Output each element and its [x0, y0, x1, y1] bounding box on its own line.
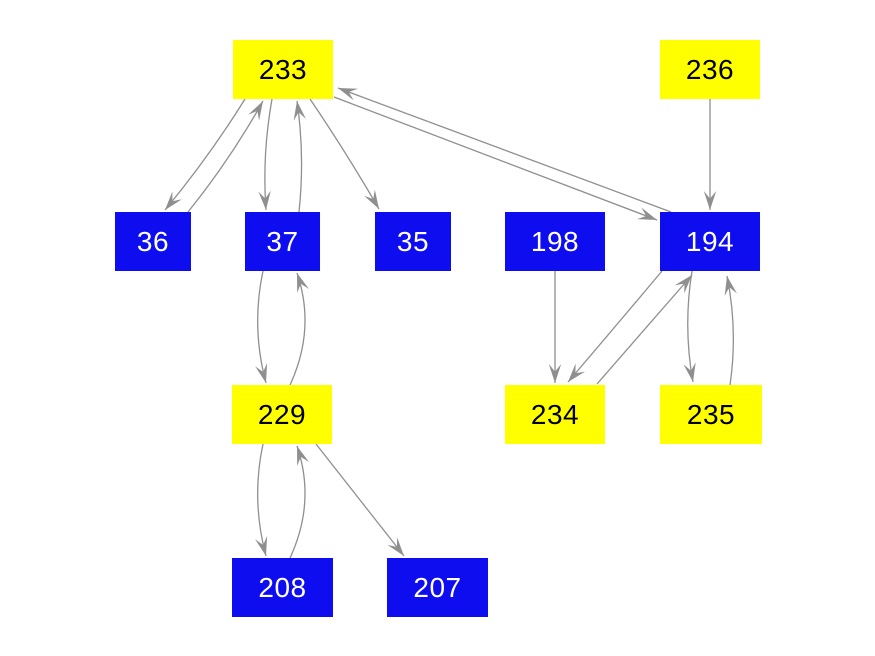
edge-37-229 — [257, 270, 267, 384]
arrowhead-235-194 — [724, 276, 737, 296]
edge-229-208 — [257, 443, 267, 557]
arrowhead-233-37 — [258, 190, 271, 210]
edge-36-233 — [187, 100, 264, 213]
node-36: 36 — [115, 212, 191, 271]
node-35: 35 — [375, 212, 451, 271]
arrowhead-233-35 — [364, 189, 379, 209]
arrowhead-229-37 — [297, 273, 309, 293]
node-208: 208 — [232, 558, 333, 617]
edge-194-233 — [337, 87, 672, 213]
arrowhead-229-208 — [255, 536, 268, 556]
edge-233-194 — [333, 96, 658, 221]
edge-233-35 — [309, 98, 380, 210]
node-229: 229 — [232, 385, 332, 444]
edge-234-194 — [596, 274, 693, 385]
arrowhead-194-234 — [568, 363, 586, 382]
node-233: 233 — [233, 40, 333, 99]
arrowhead-208-229 — [297, 446, 309, 466]
arrowhead-234-194 — [674, 275, 692, 294]
arrowhead-37-229 — [255, 363, 268, 383]
arrowhead-37-233 — [293, 101, 306, 121]
node-37: 37 — [245, 212, 320, 271]
edge-229-37 — [289, 272, 306, 386]
arrowhead-229-207 — [387, 537, 404, 556]
edge-194-234 — [567, 270, 663, 383]
edge-229-207 — [315, 443, 405, 557]
arrowhead-233-194 — [637, 207, 657, 220]
edge-233-36 — [164, 98, 246, 211]
edge-194-235 — [687, 270, 694, 383]
edge-235-194 — [726, 275, 734, 386]
arrowhead-36-233 — [248, 101, 263, 121]
arrowhead-233-36 — [165, 191, 182, 210]
arrowhead-194-233 — [338, 88, 358, 101]
edge-233-37 — [264, 98, 273, 211]
arrowhead-194-235 — [683, 362, 696, 382]
node-198: 198 — [505, 212, 605, 271]
node-235: 235 — [660, 385, 762, 444]
edge-37-233 — [296, 100, 303, 213]
arrowhead-236-194 — [703, 191, 717, 210]
node-236: 236 — [660, 40, 760, 99]
node-234: 234 — [505, 385, 605, 444]
node-207: 207 — [387, 558, 488, 617]
arrowhead-198-234 — [548, 364, 562, 383]
node-194: 194 — [660, 212, 760, 271]
edge-208-229 — [289, 445, 306, 559]
